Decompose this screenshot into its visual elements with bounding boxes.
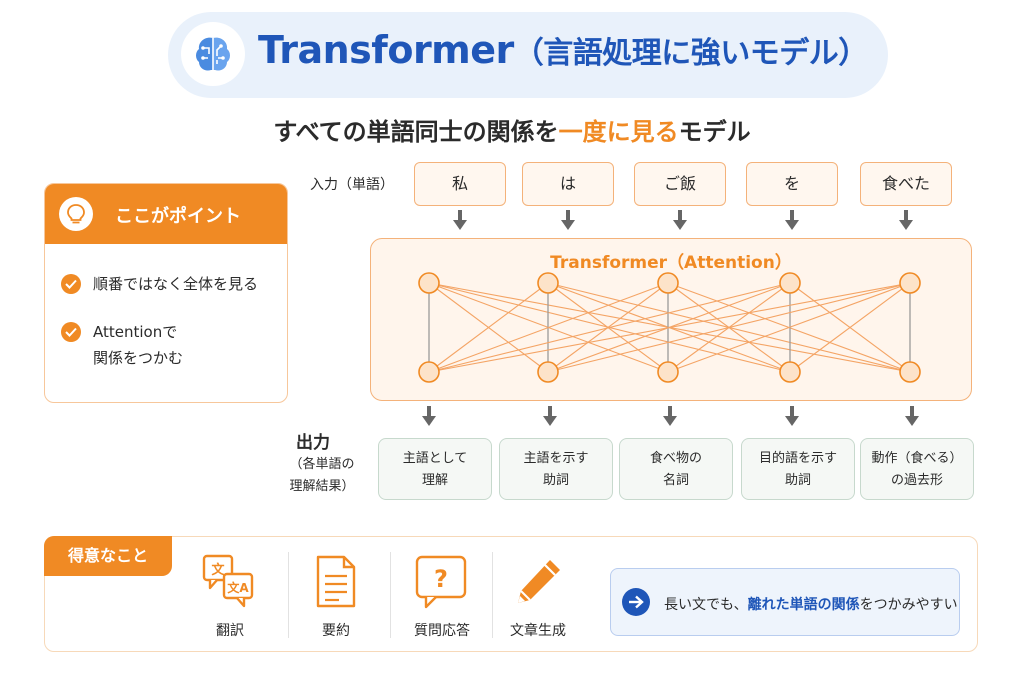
arrow-down-icon [422, 406, 436, 426]
title-banner [168, 12, 888, 98]
attention-node [779, 272, 801, 294]
arrow-right-icon [622, 588, 650, 616]
lightbulb-icon [59, 197, 93, 231]
svg-text:文: 文 [211, 562, 225, 578]
input-label: 入力（単語） [310, 177, 394, 193]
attention-node [537, 361, 559, 383]
arrow-down-icon [905, 406, 919, 426]
attention-node [418, 272, 440, 294]
arrow-down-icon [663, 406, 677, 426]
attention-link [789, 282, 911, 373]
input-token-4: を [746, 162, 838, 206]
input-token-3: ご飯 [634, 162, 726, 206]
attention-network [418, 272, 921, 383]
check-icon [61, 322, 81, 342]
point-card: ここがポイント 順番ではなく全体を見る Attentionで 関係をつかむ [44, 183, 288, 403]
translate-icon: 文 文A [202, 554, 254, 608]
output-sublabel: （各単語の理解結果） [289, 457, 355, 494]
arrow-down-icon [543, 406, 557, 426]
input-token-1: 私 [414, 162, 506, 206]
svg-text:文A: 文A [227, 580, 249, 595]
divider [390, 552, 391, 638]
point-item-2: Attentionで [93, 323, 178, 341]
arrow-down-icon [673, 210, 687, 230]
attention-node [657, 361, 679, 383]
page-title-sub: （言語処理に強いモデル） [513, 36, 869, 71]
document-icon [316, 555, 356, 608]
attention-node [657, 272, 679, 294]
output-result-1: 主語として理解 [378, 438, 492, 500]
pencil-icon [518, 560, 560, 603]
input-token-5: 食べた [860, 162, 952, 206]
skill-label-generation: 文章生成 [510, 623, 566, 639]
attention-node [537, 272, 559, 294]
check-icon [61, 274, 81, 294]
output-result-2: 主語を示す助詞 [499, 438, 613, 500]
skill-label-summary: 要約 [322, 623, 350, 639]
output-result-3: 食べ物の名詞 [619, 438, 733, 500]
point-card-title: ここがポイント [115, 206, 241, 227]
arrow-down-icon [785, 210, 799, 230]
input-token-2: は [522, 162, 614, 206]
output-result-5: 動作（食べる）の過去形 [860, 438, 974, 500]
attention-node [899, 361, 921, 383]
point-item-3: 関係をつかむ [93, 349, 184, 367]
attention-link [667, 282, 911, 373]
attention-link [428, 282, 669, 373]
subtitle-highlight: 一度に見る [558, 118, 679, 146]
arrow-down-icon [785, 406, 799, 426]
attention-link [428, 282, 549, 373]
question-icon: ? [415, 555, 467, 609]
page-subtitle: すべての単語同士の関係を一度に見るモデル [273, 118, 751, 146]
divider [492, 552, 493, 638]
attention-node [418, 361, 440, 383]
arrow-down-icon [899, 210, 913, 230]
arrow-down-icon [561, 210, 575, 230]
note-box [610, 568, 960, 636]
output-result-4: 目的語を示す助詞 [741, 438, 855, 500]
attention-node [779, 361, 801, 383]
transformer-label: Transformer（Attention） [550, 253, 792, 273]
divider [288, 552, 289, 638]
page-title: Transformer（言語処理に強いモデル） [258, 28, 868, 72]
point-item-1: 順番ではなく全体を見る [93, 275, 259, 293]
attention-node [899, 272, 921, 294]
strengths-title: 得意なこと [44, 536, 172, 576]
attention-link [547, 282, 911, 373]
attention-link [428, 282, 791, 373]
arrow-down-icon [453, 210, 467, 230]
skill-label-translate: 翻訳 [216, 623, 244, 639]
skill-label-qa: 質問応答 [414, 623, 470, 639]
note-highlight: 離れた単語の関係 [747, 597, 860, 613]
svg-text:?: ? [434, 565, 448, 593]
note-text: 長い文でも、離れた単語の関係をつかみやすい [664, 597, 958, 613]
output-label: 出力 [296, 433, 330, 453]
attention-link [428, 282, 911, 373]
point-card-header: ここがポイント [45, 184, 287, 244]
brain-icon [181, 22, 245, 86]
